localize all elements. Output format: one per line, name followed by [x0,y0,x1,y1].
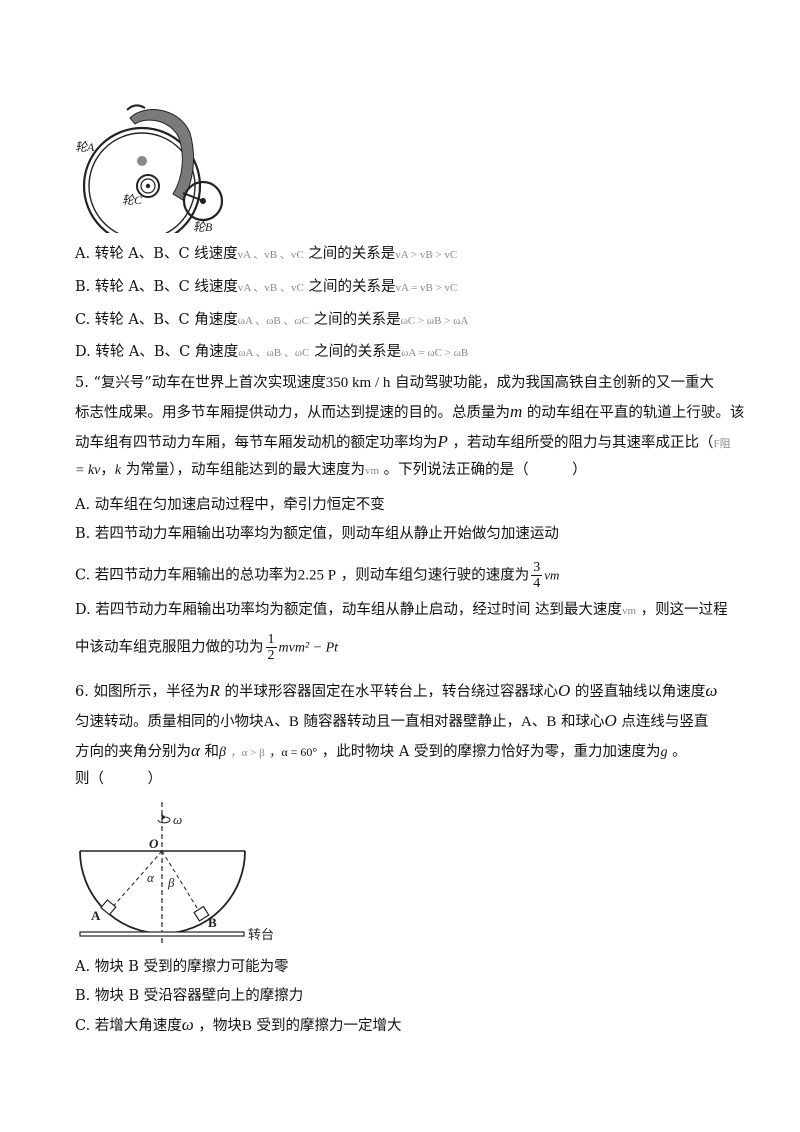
q5-stem-line2: 标志性成果。用多节车厢提供动力，从而达到提速的目的。总质量为m 的动车组在平直的… [75,402,745,421]
label-wheel-b: 轮B [193,220,213,233]
q5-option-d[interactable]: D. 若四节动力车厢输出功率均为额定值，动车组从静止启动，经过时间 达到最大速度… [75,602,728,618]
q5-stem-line1: 5. “复兴号”动车在世界上首次实现速度350 km / h 自动驾驶功能，成为… [75,375,714,391]
q5-option-a[interactable]: A. 动车组在匀加速启动过程中，牵引力恒定不变 [75,497,385,513]
label-omega: ω [173,812,182,827]
label-o: O [149,836,159,851]
label-wheel-c: 轮C [122,193,143,207]
q6-option-c[interactable]: C. 若增大角速度ω ，物块B 受到的摩擦力一定增大 [75,1015,402,1034]
label-beta: β [167,875,175,890]
label-turntable: 转台 [248,928,274,943]
label-block-b: B [208,915,217,930]
q4-option-b[interactable]: B. 转轮 A、B、C 线速度vA 、vB 、vC 之间的关系是vA = vB … [75,279,458,295]
label-wheel-a: 轮A [75,140,95,154]
label-block-a: A [91,908,101,923]
bicycle-figure: 轮A 轮C 轮B [75,104,224,233]
q5-stem-line3: 动车组有四节动力车厢，每节车厢发动机的额定功率均为P ，若动车组所受的阻力与其速… [75,432,731,451]
q6-stem-line1: 6. 如图所示，半径为R 的半球形容器固定在水平转台上，转台绕过容器球心O 的竖… [75,681,718,700]
q4-option-c[interactable]: C. 转轮 A、B、C 角速度ωA 、ωB 、ωC 之间的关系是ωC > ωB … [75,312,469,328]
q5-option-b[interactable]: B. 若四节动力车厢输出功率均为额定值，则动车组从静止开始做匀加速运动 [75,526,559,542]
q6-stem-line3: 方向的夹角分别为α 和β ，α > β ，α = 60° ，此时物块 A 受到的… [75,741,687,760]
q5-stem-line4: = kv，k 为常量），动车组能达到的最大速度为vm 。下列说法正确的是（ ） [75,462,587,478]
q4-option-a[interactable]: A. 转轮 A、B、C 线速度vA 、vB 、vC 之间的关系是vA > vB … [75,246,458,262]
q4-option-d[interactable]: D. 转轮 A、B、C 角速度ωA 、ωB 、ωC 之间的关系是ωA = ωC … [75,344,469,360]
q6-stem-line2: 匀速转动。质量相同的小物块A、B 随容器转动且一直相对器壁静止，A、B 和球心O… [75,711,709,730]
hemisphere-figure: ω O α β A B 转台 [79,802,274,945]
q6-stem-line4: 则（ ） [75,771,162,787]
q6-option-b[interactable]: B. 物块 B 受沿容器壁向上的摩擦力 [75,988,304,1004]
label-alpha: α [147,870,155,885]
q6-option-a[interactable]: A. 物块 B 受到的摩擦力可能为零 [75,959,289,975]
